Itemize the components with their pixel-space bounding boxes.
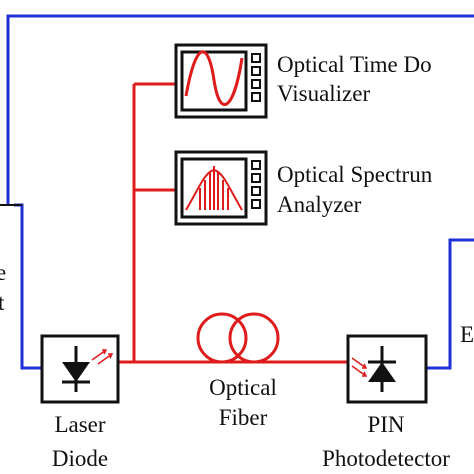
pin-diode-triangle: [368, 362, 396, 382]
laser-emission-arrows: [91, 349, 113, 365]
right-output-wire: [426, 238, 474, 370]
diode-receiving-icon: [351, 346, 396, 392]
instrument-button: [251, 186, 261, 196]
left-drive-wire: [14, 203, 42, 370]
pin-arrowheads: [362, 363, 368, 377]
instrument-button: [251, 173, 261, 183]
pin-photodetector-label-line1: PIN: [367, 412, 404, 437]
laser-diode-block: [40, 334, 120, 404]
top-return-wire: [6, 14, 474, 205]
time-visualizer-label-line2: Visualizer: [277, 81, 370, 106]
laser-diode-triangle: [62, 362, 90, 382]
fiber-coil-loop-right: [228, 312, 280, 364]
laser-arrowheads: [102, 349, 114, 359]
time-visualizer-label-line1: Optical Time Do: [277, 52, 432, 77]
pin-photodetector-label-line2: Photodetector: [322, 446, 450, 471]
pin-incoming-arrows: [351, 357, 367, 377]
instrument-button: [251, 160, 261, 170]
instrument-button: [251, 53, 261, 63]
pin-photodetector-frame: [346, 334, 428, 404]
diode-emitting-icon: [62, 346, 114, 392]
laser-diode-label-line1: Laser: [54, 412, 105, 437]
spectrum-analyzer-buttons: [251, 160, 261, 209]
left-cut-label-line1: e: [0, 260, 6, 285]
pin-photodetector-block: [346, 334, 428, 404]
instrument-button: [251, 66, 261, 76]
optical-fiber-paths: [118, 82, 348, 364]
spectral-lines: [199, 166, 229, 210]
right-cut-label: E: [460, 322, 474, 347]
optical-fiber-label-line1: Optical: [209, 375, 277, 400]
spectrum-analyzer-label-line2: Analyzer: [277, 192, 362, 217]
instrument-button: [251, 199, 261, 209]
sine-wave-icon: [184, 50, 244, 106]
spectrum-analyzer-label-line1: Optical Spectrun: [277, 162, 433, 187]
instrument-button: [251, 79, 261, 89]
spectral-comb-icon: [185, 166, 243, 211]
spectrum-analyzer: [174, 150, 268, 226]
time-visualizer-buttons: [251, 53, 261, 102]
fiber-coil-loop-left: [196, 312, 248, 364]
instrument-button: [251, 92, 261, 102]
left-cut-label-line2: t: [0, 290, 5, 315]
optical-fiber-label-line2: Fiber: [219, 405, 268, 430]
laser-diode-label-line2: Diode: [52, 446, 108, 471]
time-domain-visualizer: [174, 43, 268, 119]
